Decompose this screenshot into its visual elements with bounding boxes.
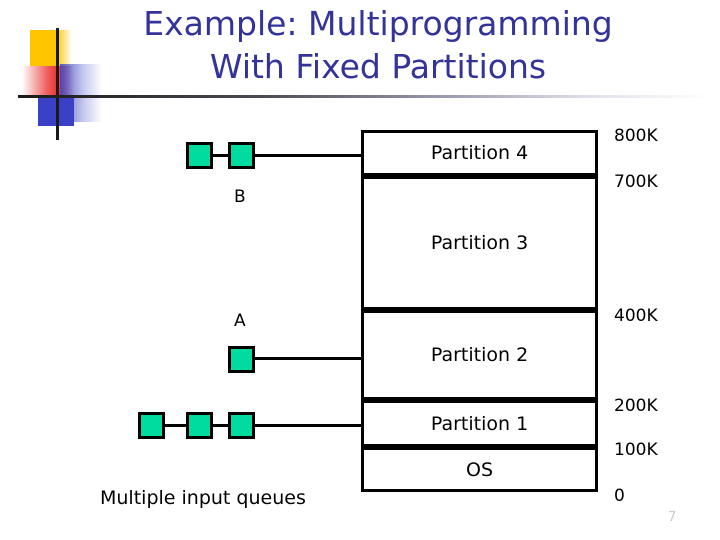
title-line-1: Example: Multiprogramming — [143, 4, 613, 43]
address-label-100k: 100K — [614, 440, 658, 460]
address-label-700k: 700K — [614, 172, 658, 192]
os-label: OS — [465, 458, 493, 481]
queue-b-job-1[interactable] — [186, 142, 213, 169]
page-number: 7 — [668, 510, 677, 525]
address-label-400k: 400K — [614, 306, 658, 326]
queue-b-label: B — [234, 187, 246, 207]
queue-c-job-2[interactable] — [186, 412, 213, 439]
queue-c-job-1[interactable] — [138, 412, 165, 439]
queue-c-job-3[interactable] — [228, 412, 255, 439]
logo-yellow-square — [30, 30, 72, 68]
partition-row-4: Partition 4 — [361, 130, 598, 176]
diagram-caption: Multiple input queues — [100, 487, 306, 509]
queue-b-connector-line — [213, 154, 363, 157]
queue-a-connector-line — [252, 357, 363, 360]
partition-row-1: Partition 1 — [361, 400, 598, 447]
partition-2-label: Partition 2 — [430, 344, 529, 366]
queue-c-connector-line — [165, 424, 363, 427]
queue-b-job-2[interactable] — [228, 142, 255, 169]
address-label-0: 0 — [614, 486, 625, 506]
memory-map-diagram: Partition 4 Partition 3 Partition 2 Part… — [361, 130, 598, 492]
title-line-2: With Fixed Partitions — [209, 47, 547, 86]
partition-row-3: Partition 3 — [361, 176, 598, 310]
partition-row-2: Partition 2 — [361, 310, 598, 400]
queue-a-label: A — [234, 311, 246, 331]
logo-vertical-rule — [56, 28, 59, 140]
partition-row-os: OS — [361, 447, 598, 492]
partition-4-label: Partition 4 — [430, 142, 529, 164]
decorative-logo-icon — [20, 28, 102, 140]
address-label-200k: 200K — [614, 396, 658, 416]
page-title: Example: Multiprogramming With Fixed Par… — [78, 2, 678, 88]
title-divider — [18, 95, 708, 98]
partition-3-label: Partition 3 — [430, 232, 529, 254]
partition-1-label: Partition 1 — [430, 412, 529, 435]
queue-a-job-1[interactable] — [228, 346, 255, 373]
address-label-800k: 800K — [614, 126, 658, 146]
